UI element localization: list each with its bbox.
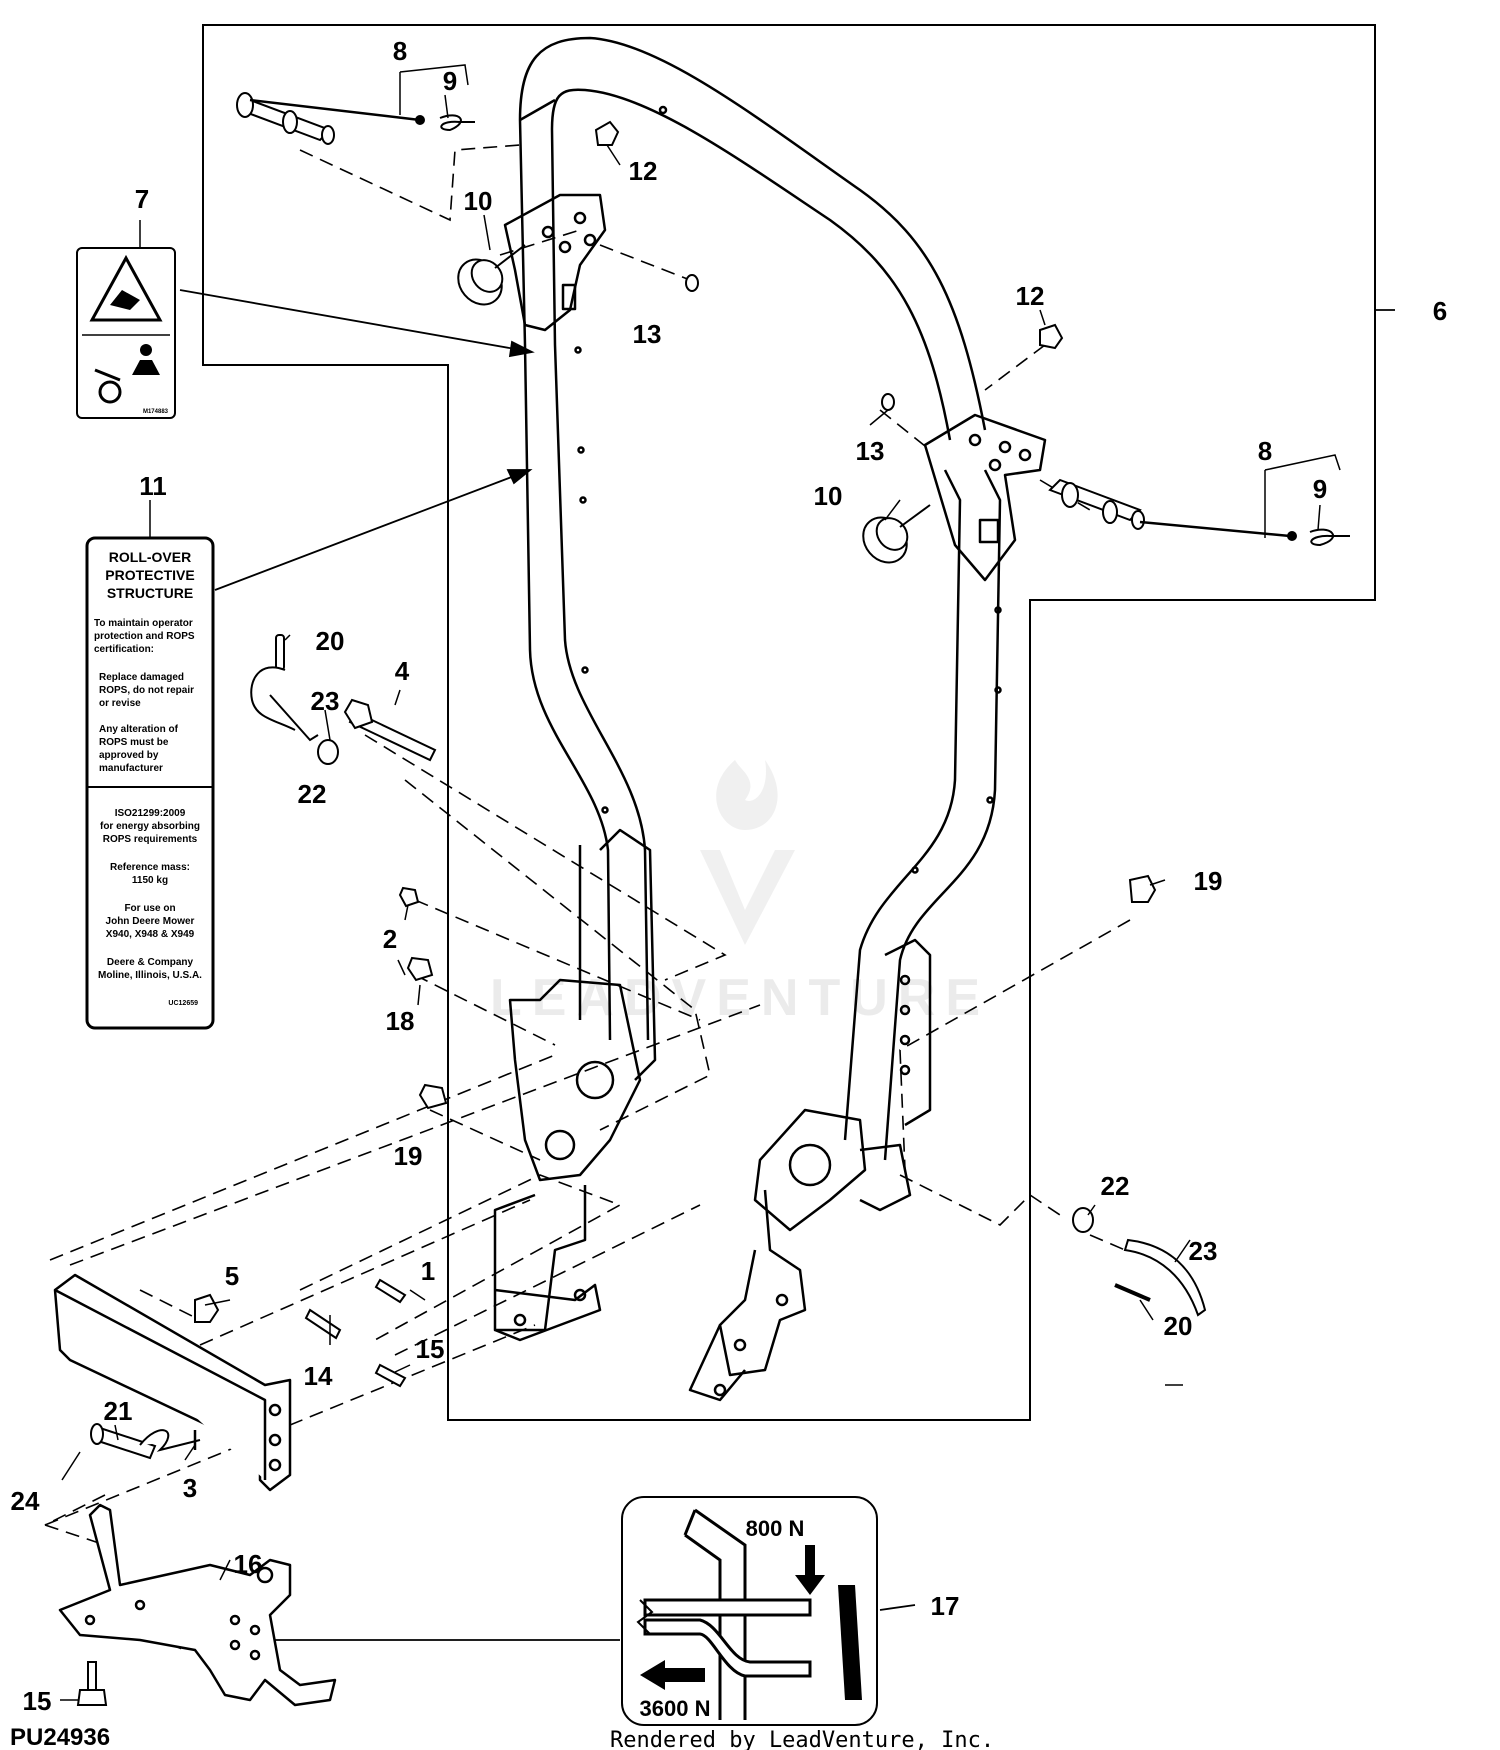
callout-15-bottom: 15 xyxy=(23,1686,52,1716)
decal-11-line: Any alteration of xyxy=(99,724,179,735)
decal-11-line: Deere & Company xyxy=(107,957,194,968)
callout-23-right: 23 xyxy=(1189,1236,1218,1266)
knob-right xyxy=(862,504,931,564)
decal-11-title-3: STRUCTURE xyxy=(107,585,193,601)
decal-11-line: protection and ROPS xyxy=(94,631,195,642)
decal-11-line: To maintain operator xyxy=(94,618,193,629)
callout-14: 14 xyxy=(304,1361,333,1391)
decal-11-line: approved by xyxy=(99,750,159,761)
decal-11-line: X940, X948 & X949 xyxy=(106,929,195,940)
decal-11-line: ROPS requirements xyxy=(103,834,198,845)
callout-7: 7 xyxy=(135,184,149,214)
callout-17: 17 xyxy=(931,1591,960,1621)
callout-19-left: 19 xyxy=(394,1141,423,1171)
callout-4: 4 xyxy=(395,656,410,686)
callout-8-right: 8 xyxy=(1258,436,1272,466)
callout-9-left: 9 xyxy=(443,66,457,96)
callout-10-left: 10 xyxy=(464,186,493,216)
callout-2: 2 xyxy=(383,924,397,954)
drawbar xyxy=(53,1273,292,1492)
callout-13-left: 13 xyxy=(633,319,662,349)
callout-labels: 8 9 7 10 12 13 6 12 13 10 8 9 11 20 23 4… xyxy=(11,36,1448,1716)
callout-19-right: 19 xyxy=(1194,866,1223,896)
callout-20-left: 20 xyxy=(316,626,345,656)
hitch-plate xyxy=(58,1503,337,1707)
decal-17-force-top: 800 N xyxy=(746,1516,805,1541)
decal-17-force-label: 800 N 3600 N xyxy=(621,1496,878,1726)
decal-11-code: UC12659 xyxy=(168,1000,198,1007)
decal-7-warning-label: M174883 xyxy=(76,247,176,419)
callout-12-right: 12 xyxy=(1016,281,1045,311)
decal-11-line: Reference mass: xyxy=(110,862,190,873)
hardware-lower xyxy=(76,634,1207,1706)
decal-11-line: Replace damaged xyxy=(99,672,184,683)
watermark-text: LEADVENTURE xyxy=(490,969,990,1027)
decal-11-line: For use on xyxy=(124,903,175,914)
callout-23-left: 23 xyxy=(311,686,340,716)
decal-11-line: 1150 kg xyxy=(132,875,168,886)
decal-11-title-1: ROLL-OVER xyxy=(109,549,191,565)
knob-left xyxy=(457,244,526,306)
part-number: PU24936 xyxy=(10,1724,110,1750)
callout-20-right: 20 xyxy=(1164,1311,1193,1341)
decal-17-force-bottom: 3600 N xyxy=(640,1696,711,1721)
callout-9-right: 9 xyxy=(1313,474,1327,504)
callout-leaders xyxy=(60,64,1341,1701)
decal-11-title-2: PROTECTIVE xyxy=(105,567,194,583)
watermark: LEADVENTURE xyxy=(490,760,990,1027)
decal-11-line: ROPS, do not repair xyxy=(99,685,194,696)
callout-11: 11 xyxy=(139,471,167,501)
decal-11-line: ISO21299:2009 xyxy=(115,808,186,819)
decal-11-line: ROPS must be xyxy=(99,737,169,748)
lynch-pin-right xyxy=(1048,478,1350,547)
callout-10-right: 10 xyxy=(814,481,843,511)
decal-11-line: manufacturer xyxy=(99,763,163,774)
callout-21: 21 xyxy=(104,1396,133,1426)
lynch-pin-left xyxy=(236,92,475,145)
callout-5: 5 xyxy=(225,1261,239,1291)
decal-11-line: for energy absorbing xyxy=(100,821,200,832)
callout-8-left: 8 xyxy=(393,36,407,66)
decal-11-rops-label: ROLL-OVER PROTECTIVE STRUCTURE To mainta… xyxy=(85,536,215,1030)
callout-18: 18 xyxy=(386,1006,415,1036)
decal-11-line: Moline, Illinois, U.S.A. xyxy=(98,970,202,981)
decal-7-code: M174883 xyxy=(143,409,169,415)
callout-6: 6 xyxy=(1433,296,1447,326)
assembly-dash-lines xyxy=(44,144,1131,1546)
callout-12-left: 12 xyxy=(629,156,658,186)
decal-11-line: certification: xyxy=(94,644,154,655)
rops-frame-right xyxy=(688,413,1047,1402)
rops-frame-left xyxy=(493,36,987,1342)
callout-22-left: 22 xyxy=(298,779,327,809)
callout-24: 24 xyxy=(11,1486,40,1516)
nuts-and-rings xyxy=(594,120,1064,411)
decal-11-line: John Deere Mower xyxy=(106,916,195,927)
assembly-boundary xyxy=(202,24,1376,1421)
callout-3: 3 xyxy=(183,1473,197,1503)
callout-22-right: 22 xyxy=(1101,1171,1130,1201)
footer-credit: Rendered by LeadVenture, Inc. xyxy=(610,1728,994,1750)
callout-13-right: 13 xyxy=(856,436,885,466)
callout-15-middle: 15 xyxy=(416,1334,445,1364)
callout-1: 1 xyxy=(421,1256,435,1286)
callout-16: 16 xyxy=(234,1549,263,1579)
decal-11-line: or revise xyxy=(99,698,141,709)
